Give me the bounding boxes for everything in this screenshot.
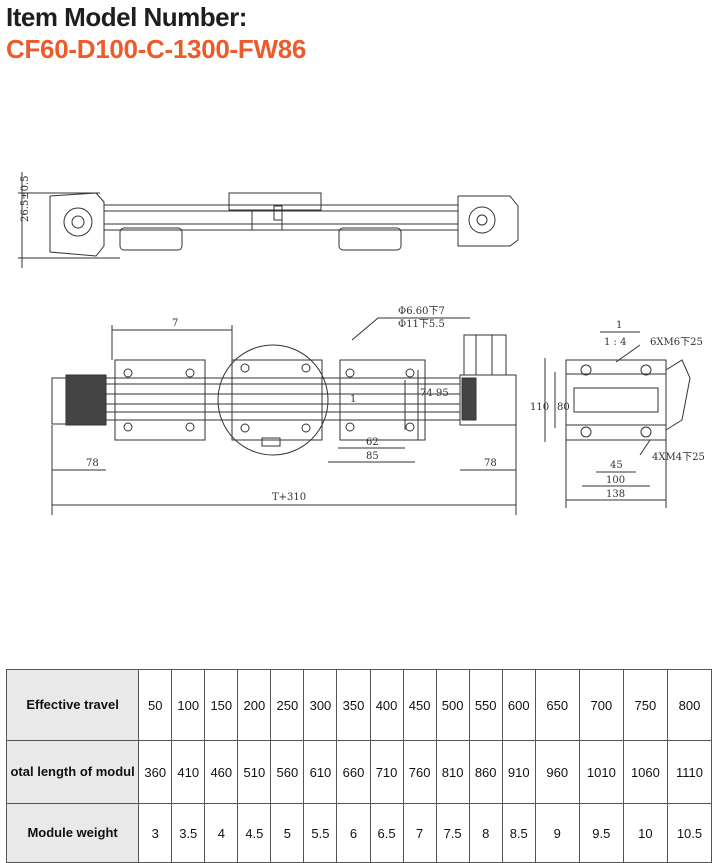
table-cell: 4.5 — [237, 803, 272, 863]
table-cell: 7.5 — [435, 803, 470, 863]
table-cell: 550 — [468, 669, 503, 741]
table-cell: 760 — [402, 740, 437, 804]
label-dim-110: 110 — [530, 402, 549, 413]
table-cell: 500 — [435, 669, 470, 741]
table-cell: 560 — [270, 740, 305, 804]
table-cell: 250 — [270, 669, 305, 741]
table-cell: 5 — [270, 803, 305, 863]
label-dim-62: 62 — [366, 437, 379, 448]
table-cell: 4 — [204, 803, 239, 863]
table-cell: 200 — [237, 669, 272, 741]
page-heading: Item Model Number: — [6, 2, 247, 32]
table-cell: 800 — [666, 669, 713, 741]
table-cell: 10 — [622, 803, 668, 863]
table-cell: 1060 — [622, 740, 668, 804]
table-cell: 3 — [138, 803, 173, 863]
label-thread-top: 6XM6下25 — [650, 337, 703, 348]
row-label: Module weight — [5, 803, 140, 863]
label-dim-left: 78 — [86, 458, 99, 469]
table-cell: 510 — [237, 740, 272, 804]
table-cell: 810 — [435, 740, 470, 804]
label-dim-45: 45 — [610, 460, 623, 471]
table-cell: 9 — [534, 803, 580, 863]
table-cell: 400 — [369, 669, 404, 741]
label-dim-100: 100 — [606, 475, 625, 486]
technical-drawing: 26.5±0.5 7 Φ6.60下7 Φ11下5.5 78 78 T+310 6… — [18, 172, 705, 515]
table-cell: 910 — [501, 740, 536, 804]
table-cell: 6 — [336, 803, 371, 863]
label-thread-bottom: 4XM4下25 — [652, 452, 705, 463]
table-cell: 9.5 — [578, 803, 624, 863]
table-cell: 6.5 — [369, 803, 404, 863]
table-cell: 960 — [534, 740, 580, 804]
label-dim-74: 74 — [420, 388, 433, 399]
table-cell: 3.5 — [171, 803, 206, 863]
table-cell: 50 — [138, 669, 173, 741]
table-cell: 450 — [402, 669, 437, 741]
label-scale-num: 1 — [616, 320, 622, 331]
label-top-width: 7 — [172, 318, 178, 329]
label-dim-95: 95 — [436, 388, 449, 399]
table-cell: 610 — [303, 740, 338, 804]
table-cell: 1110 — [666, 740, 713, 804]
label-dim-total: T+310 — [272, 492, 306, 503]
side-view — [18, 172, 519, 268]
label-dim-right: 78 — [484, 458, 497, 469]
row-label: otal length of modul — [5, 740, 140, 804]
table-cell: 8.5 — [501, 803, 536, 863]
row-label: Effective travel — [5, 669, 140, 741]
label-dim-85: 85 — [366, 451, 379, 462]
table-cell: 750 — [622, 669, 668, 741]
table-cell: 710 — [369, 740, 404, 804]
label-mark-1: 1 — [350, 394, 356, 405]
label-hole-spec-b: Φ11下5.5 — [398, 319, 445, 330]
label-scale-text: 1 : 4 — [604, 337, 626, 348]
model-number: CF60-D100-C-1300-FW86 — [6, 34, 307, 64]
table-cell: 460 — [204, 740, 239, 804]
label-dim-138: 138 — [606, 489, 625, 500]
table-cell: 410 — [171, 740, 206, 804]
table-cell: 150 — [204, 669, 239, 741]
table-cell: 1010 — [578, 740, 624, 804]
table-cell: 650 — [534, 669, 580, 741]
table-cell: 350 — [336, 669, 371, 741]
label-side-height: 26.5±0.5 — [20, 175, 31, 222]
top-view — [51, 317, 517, 515]
table-cell: 300 — [303, 669, 338, 741]
table-cell: 10.5 — [666, 803, 713, 863]
table-cell: 660 — [336, 740, 371, 804]
table-cell: 860 — [468, 740, 503, 804]
table-cell: 600 — [501, 669, 536, 741]
table-cell: 700 — [578, 669, 624, 741]
table-cell: 100 — [171, 669, 206, 741]
table-cell: 5.5 — [303, 803, 338, 863]
label-hole-spec-a: Φ6.60下7 — [398, 306, 445, 317]
table-cell: 8 — [468, 803, 503, 863]
title-block: Item Model Number: CF60-D100-C-1300-FW86 — [6, 0, 306, 64]
table-cell: 7 — [402, 803, 437, 863]
end-view — [544, 331, 691, 508]
label-dim-80: 80 — [557, 402, 570, 413]
table-cell: 360 — [138, 740, 173, 804]
